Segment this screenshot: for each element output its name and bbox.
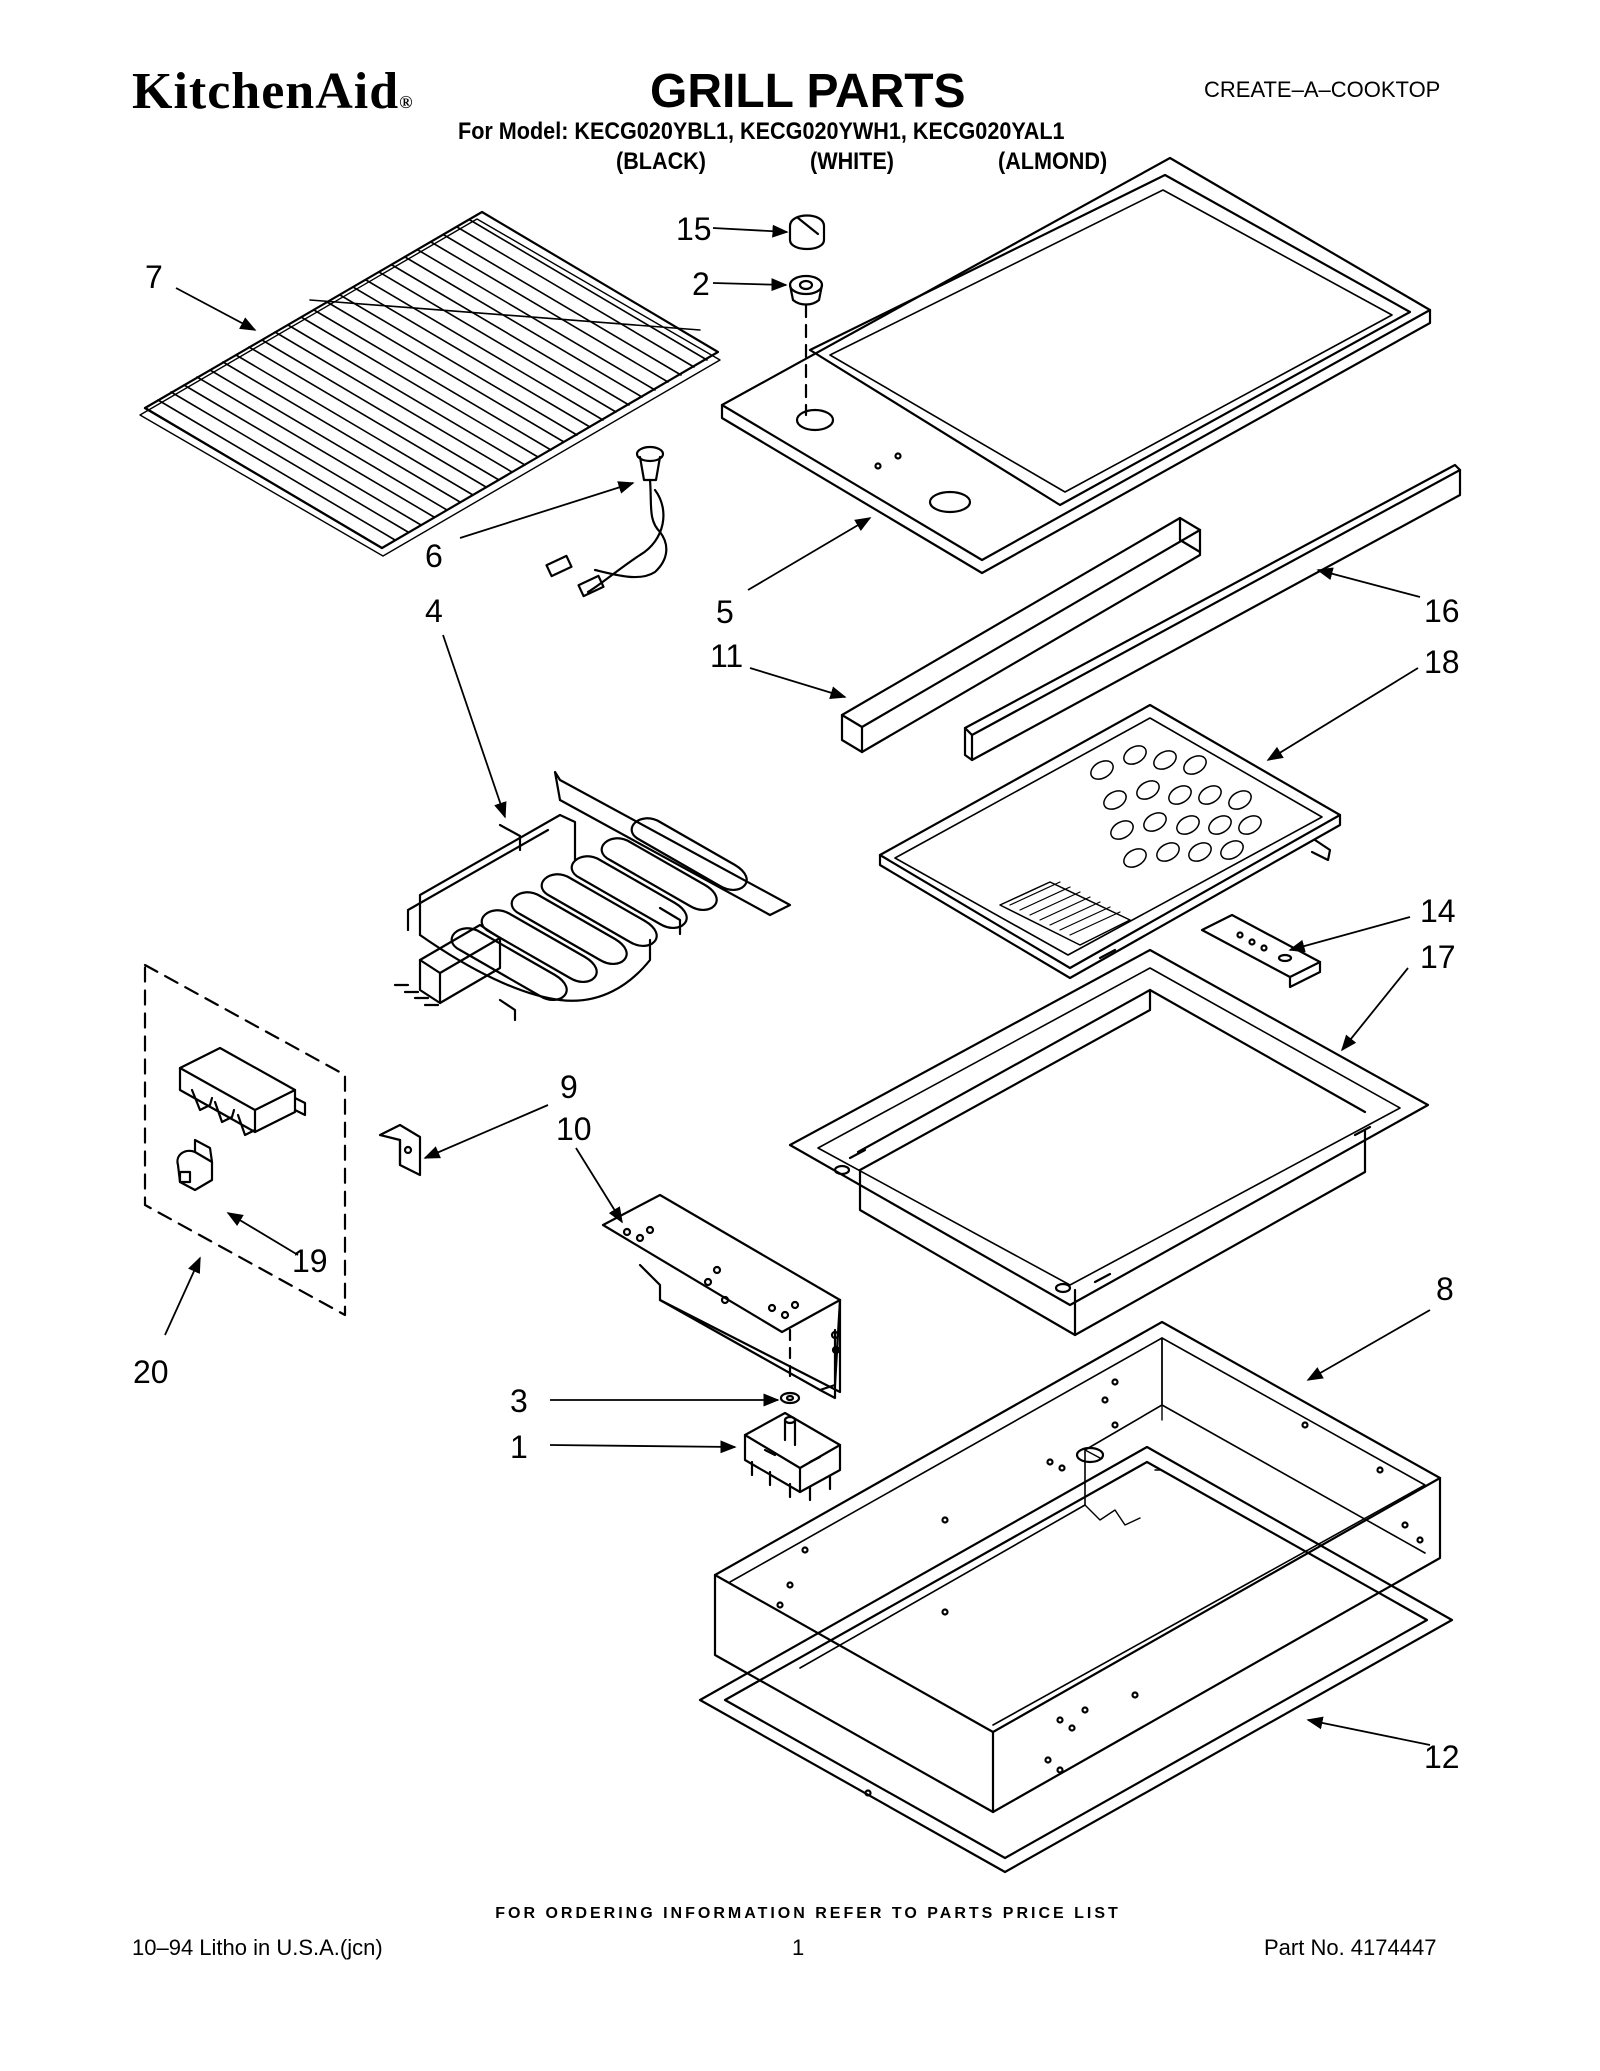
callout-6: 6 bbox=[425, 538, 443, 574]
model-line: For Model: KECG020YBL1, KECG020YWH1, KEC… bbox=[458, 118, 1065, 145]
callout-12: 12 bbox=[1424, 1739, 1460, 1775]
litho-info: 10–94 Litho in U.S.A.(jcn) bbox=[132, 1935, 383, 1960]
part-12-gasket bbox=[698, 1445, 1454, 1874]
part-15-knob bbox=[788, 214, 826, 251]
part-7-grill-grate bbox=[139, 210, 721, 557]
part-10-mounting-bracket bbox=[601, 1193, 842, 1400]
part-3-washer bbox=[779, 1391, 801, 1405]
part-17-drip-pan bbox=[788, 948, 1430, 1337]
callout-14: 14 bbox=[1420, 893, 1456, 929]
callout-20: 20 bbox=[133, 1354, 169, 1390]
part-1-switch bbox=[743, 1411, 842, 1502]
part-4-heating-element bbox=[393, 770, 792, 1022]
callout-16: 16 bbox=[1424, 593, 1460, 629]
part-11-channel bbox=[840, 516, 1202, 754]
part-8-housing-box bbox=[713, 1320, 1442, 1814]
callout-8: 8 bbox=[1436, 1271, 1454, 1307]
color-label-white: (WHITE) bbox=[810, 148, 894, 175]
callout-1: 1 bbox=[510, 1429, 528, 1465]
part-14-bracket bbox=[1200, 913, 1322, 989]
callout-9: 9 bbox=[560, 1069, 578, 1105]
color-label-almond: (ALMOND) bbox=[998, 148, 1108, 175]
part-20-terminal-group bbox=[143, 963, 347, 1317]
callout-15: 15 bbox=[676, 211, 712, 247]
part-2-bezel bbox=[788, 274, 824, 417]
registered-mark: ® bbox=[399, 92, 414, 112]
ordering-note: FOR ORDERING INFORMATION REFER TO PARTS … bbox=[495, 1905, 1121, 1922]
callout-10: 10 bbox=[556, 1111, 592, 1147]
brand-logo-text: KitchenAid bbox=[132, 63, 400, 120]
callout-4: 4 bbox=[425, 593, 443, 629]
page-title: GRILL PARTS bbox=[650, 65, 966, 118]
callout-7: 7 bbox=[145, 259, 163, 295]
page-number: 1 bbox=[792, 1935, 805, 1960]
callout-19: 19 bbox=[292, 1243, 328, 1279]
brand-logo: KitchenAid® bbox=[132, 62, 414, 132]
callout-11: 11 bbox=[710, 638, 743, 674]
product-line: CREATE–A–COOKTOP bbox=[1204, 77, 1441, 102]
part-16-trim-strip bbox=[963, 463, 1462, 762]
callout-17: 17 bbox=[1420, 939, 1456, 975]
callout-2: 2 bbox=[692, 266, 710, 302]
part-6-sensor bbox=[545, 445, 668, 598]
callout-3: 3 bbox=[510, 1383, 528, 1419]
color-label-black: (BLACK) bbox=[616, 148, 706, 175]
part-5-top-frame bbox=[720, 156, 1432, 575]
part-number: Part No. 4174447 bbox=[1264, 1935, 1437, 1960]
callout-18: 18 bbox=[1424, 644, 1460, 680]
part-18-rock-tray bbox=[878, 703, 1342, 980]
part-9-clip bbox=[378, 1123, 422, 1177]
callout-5: 5 bbox=[716, 594, 734, 630]
